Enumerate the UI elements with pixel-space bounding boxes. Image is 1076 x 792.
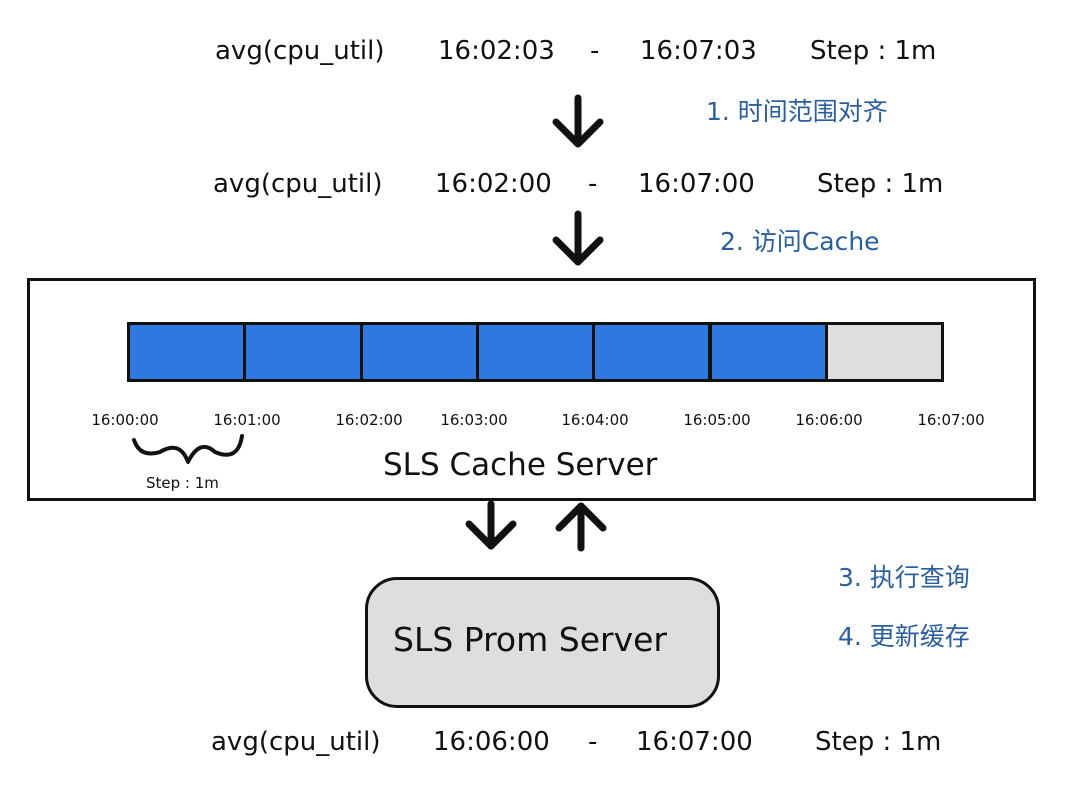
- query-end: 16:07:00: [638, 169, 755, 199]
- query-step: Step : 1m: [815, 727, 942, 757]
- step-annotation: Step : 1m: [146, 474, 219, 492]
- time-tick-label: 16:02:00: [335, 411, 403, 429]
- cache-segment-cached: [243, 322, 363, 382]
- time-tick-label: 16:05:00: [683, 411, 751, 429]
- cache-server-title: SLS Cache Server: [383, 447, 658, 483]
- cache-segment-cached: [475, 322, 596, 382]
- query-start: 16:06:00: [433, 727, 550, 757]
- query-expr: avg(cpu_util): [213, 169, 383, 199]
- arrow-up-icon: [555, 502, 607, 552]
- arrow-down-icon: [552, 94, 604, 148]
- cache-segment-missing: [824, 322, 945, 382]
- prom-server-box: [365, 577, 720, 708]
- query-expr: avg(cpu_util): [211, 727, 381, 757]
- step-brace-icon: [132, 434, 244, 464]
- prom-server-title: SLS Prom Server: [393, 620, 667, 659]
- arrow-down-icon: [465, 500, 517, 550]
- query-start: 16:02:03: [438, 36, 555, 66]
- step-label-align: 1. 时间范围对齐: [706, 97, 888, 126]
- time-tick-label: 16:06:00: [795, 411, 863, 429]
- step-label-execute: 3. 执行查询: [838, 563, 970, 592]
- query-start: 16:02:00: [435, 169, 552, 199]
- time-tick-label: 16:00:00: [91, 411, 159, 429]
- time-tick-label: 16:04:00: [561, 411, 629, 429]
- cache-server-box: [27, 278, 1036, 501]
- query-dash: -: [588, 727, 598, 757]
- time-tick-label: 16:01:00: [213, 411, 281, 429]
- cache-segment-cached: [359, 322, 479, 382]
- cache-segment-cached: [127, 322, 247, 382]
- query-expr: avg(cpu_util): [215, 36, 385, 66]
- step-label-update: 4. 更新缓存: [838, 622, 970, 651]
- query-dash: -: [588, 169, 598, 199]
- query-step: Step : 1m: [810, 36, 937, 66]
- arrow-down-icon: [552, 210, 604, 266]
- time-tick-label: 16:07:00: [917, 411, 985, 429]
- query-end: 16:07:00: [636, 727, 753, 757]
- cache-segment-cached: [592, 322, 712, 382]
- time-tick-label: 16:03:00: [440, 411, 508, 429]
- query-dash: -: [590, 36, 600, 66]
- query-step: Step : 1m: [817, 169, 944, 199]
- cache-segment-cached: [708, 322, 828, 382]
- query-end: 16:07:03: [640, 36, 757, 66]
- step-label-cache: 2. 访问Cache: [720, 227, 880, 256]
